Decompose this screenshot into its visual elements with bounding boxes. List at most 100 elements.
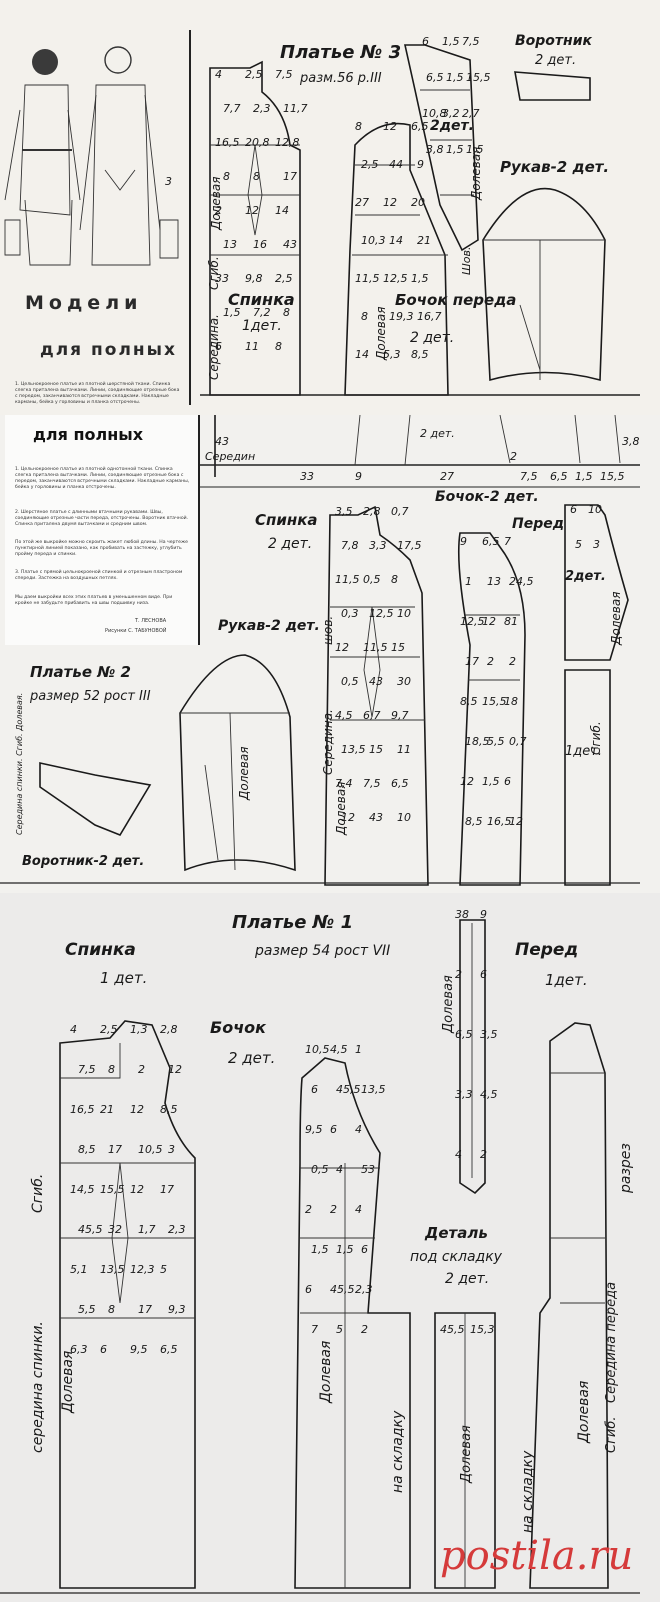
measurement-label: 10 [397, 607, 411, 620]
dress2-front-count: 2дет. [565, 569, 606, 584]
measurement-label: 4 [455, 1148, 462, 1161]
measurement-label: 2 [487, 655, 494, 668]
dress3-grain-back: Долевая [209, 177, 223, 231]
measurement-label: 17 [108, 1143, 122, 1156]
measurement-label: 16,5 [70, 1103, 95, 1116]
measurement-label: 2 [215, 204, 222, 217]
measurement-label: 1,5 [411, 272, 429, 285]
measurement-label: 12 [130, 1183, 144, 1196]
measurement-label: 17 [160, 1183, 174, 1196]
measurement-label: 2,5 [275, 272, 293, 285]
measurement-label: 12,5 [383, 272, 408, 285]
strip-label: 7,5 [520, 470, 538, 483]
strip-label: 2 дет. [420, 427, 455, 440]
pattern-drawing-dress-2: Спинка 2 дет. Бочок-2 дет. Перед 2дет. 1… [0, 415, 640, 886]
models-title: Модели [25, 292, 143, 314]
measurement-label: 7,7 [223, 102, 241, 115]
dress2-collar-piece [39, 762, 152, 836]
dress1-grain-detail: Долевая [459, 1425, 474, 1484]
measurement-label: 6 [330, 1123, 337, 1136]
dress1-front-count: 1дет. [545, 971, 588, 989]
dress1-center-front: Середина переда [604, 1282, 619, 1403]
measurement-label: 45,5 [440, 1323, 465, 1336]
measurement-label: 13 [223, 238, 237, 251]
measurement-label: 9,5 [305, 1123, 323, 1136]
measurement-label: 6 [570, 503, 577, 516]
measurement-label: 12 [245, 204, 259, 217]
dress3-title: Платье № 3 [280, 42, 401, 63]
measurement-label: 8,5 [460, 695, 478, 708]
measurement-label: 6 [480, 968, 487, 981]
pattern-panel-dress-1: Платье № 1 размер 54 рост VII Спинка 1 д… [0, 893, 660, 1602]
measurement-label: 8 [275, 340, 282, 353]
measurement-label: 16 [253, 238, 267, 251]
measurement-label: 15 [369, 743, 383, 756]
measurement-label: 14 [389, 234, 403, 247]
measurement-label: 1,5 [466, 143, 484, 156]
measurement-label: 5 [160, 1263, 167, 1276]
measurement-label: 24,5 [509, 575, 534, 588]
dress1-back-count: 1 дет. [100, 969, 147, 987]
article-desc-2: 2. Шерстяное платье с длинными втачными … [15, 510, 189, 527]
measurement-label: 2,5 [100, 1023, 118, 1036]
dress2-collar-note: Середина спинки. Сгиб. Долевая. [15, 693, 24, 835]
measurement-label: 8 [361, 310, 368, 323]
measurement-label: 9,7 [391, 709, 409, 722]
measurement-label: 10,5 [305, 1043, 330, 1056]
measurement-label: 20,8 [245, 136, 270, 149]
measurement-label: 3,3 [455, 1088, 473, 1101]
measurement-label: 10,8 [422, 107, 447, 120]
measurement-label: 7 [504, 535, 511, 548]
dress2-center: Середина. [321, 709, 335, 775]
measurement-label: 12,8 [275, 136, 300, 149]
strip-label: 3,8 [622, 435, 640, 448]
measurement-label: 5,5 [487, 735, 505, 748]
dress2-sleeve-label: Рукав-2 дет. [218, 618, 320, 634]
measurement-label: 10 [588, 503, 602, 516]
measurement-label: 9 [417, 158, 424, 171]
fashion-illustration [4, 46, 179, 266]
dress1-cut: разрез [618, 1143, 634, 1194]
measurement-label: 0,5 [311, 1163, 329, 1176]
dress1-pleat-front: на складку [520, 1450, 536, 1533]
measurement-label: 6 [100, 1343, 107, 1356]
dress3-fold: Сгиб. [207, 256, 221, 290]
measurement-label: 5,3 [383, 348, 401, 361]
measurement-label: 11,7 [283, 102, 308, 115]
dress3-back-count: 1дет. [242, 318, 282, 334]
measurement-label: 11,5 [355, 272, 380, 285]
strip-label: Середин [205, 450, 255, 463]
dress3-size: разм.56 р.III [299, 71, 382, 86]
measurement-label: 2 [509, 655, 516, 668]
measurement-label: 27 [355, 196, 369, 209]
dress3-back-label: Спинка [228, 290, 295, 309]
measurement-label: 2 [455, 968, 462, 981]
measurement-label: 14,5 [70, 1183, 95, 1196]
measurement-label: 11 [397, 743, 411, 756]
measurement-label: 3,3 [369, 539, 387, 552]
measurement-label: 3 [168, 1143, 175, 1156]
measurement-label: 7,5 [462, 35, 480, 48]
measurement-label: 11 [245, 340, 259, 353]
measurement-label: 7 [311, 1323, 318, 1336]
measurement-label: 12,5 [369, 607, 394, 620]
measurement-label: 18,5 [465, 735, 490, 748]
measurement-label: 10,3 [361, 234, 386, 247]
measurement-label: 13,5 [341, 743, 366, 756]
measurement-label: 2,3 [168, 1223, 186, 1236]
dress1-pleat-side: на складку [390, 1410, 406, 1493]
measurement-label: 43 [283, 238, 297, 251]
dress2-seam: шов. [321, 616, 335, 645]
dress1-side-piece [294, 1057, 411, 1589]
dress1-detail-count: 2 дет. [445, 1271, 489, 1287]
measurement-label: 20 [411, 196, 425, 209]
measurement-label: 2,8 [160, 1023, 178, 1036]
measurement-label: 12 [341, 811, 355, 824]
article-credit-artist: Рисунки С. ТАБУНОВОЙ [105, 628, 167, 634]
measurement-label: 3,5 [335, 505, 353, 518]
dress2-side-label: Бочок-2 дет. [435, 489, 539, 505]
measurement-label: 0,5 [363, 573, 381, 586]
measurement-label: 2 [138, 1063, 145, 1076]
measurement-label: 21 [417, 234, 431, 247]
